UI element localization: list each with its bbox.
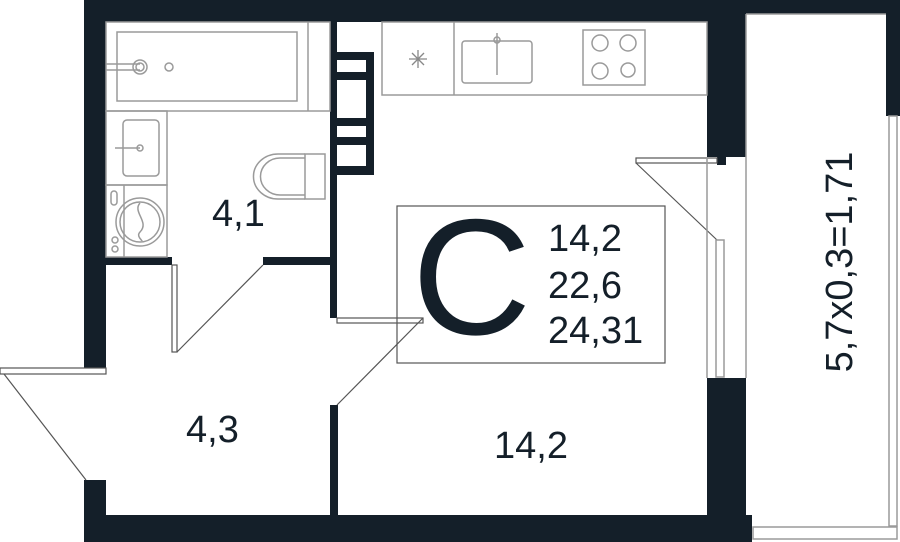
total-area: 22,6 <box>548 265 622 307</box>
balcony-windows <box>745 13 898 540</box>
balcony-area: 5,7x0,3=1,71 <box>819 152 861 373</box>
bathroom-area: 4,1 <box>212 193 265 235</box>
room-area: 14,2 <box>494 425 568 467</box>
info-box <box>396 205 666 364</box>
ventilation-shaft <box>337 52 374 175</box>
washing-machine <box>105 184 168 258</box>
toilet <box>252 153 326 200</box>
total-area-with-balcony: 24,31 <box>548 310 643 352</box>
living-area: 14,2 <box>548 218 622 260</box>
walls <box>84 0 900 542</box>
fridge-snowflake-icon <box>409 50 427 68</box>
kitchen-counter <box>381 21 708 96</box>
hallway-area: 4,3 <box>186 409 239 451</box>
bathtub <box>105 21 331 112</box>
sink <box>105 110 168 186</box>
apartment-type-letter: С <box>412 185 531 369</box>
doors <box>0 157 747 481</box>
